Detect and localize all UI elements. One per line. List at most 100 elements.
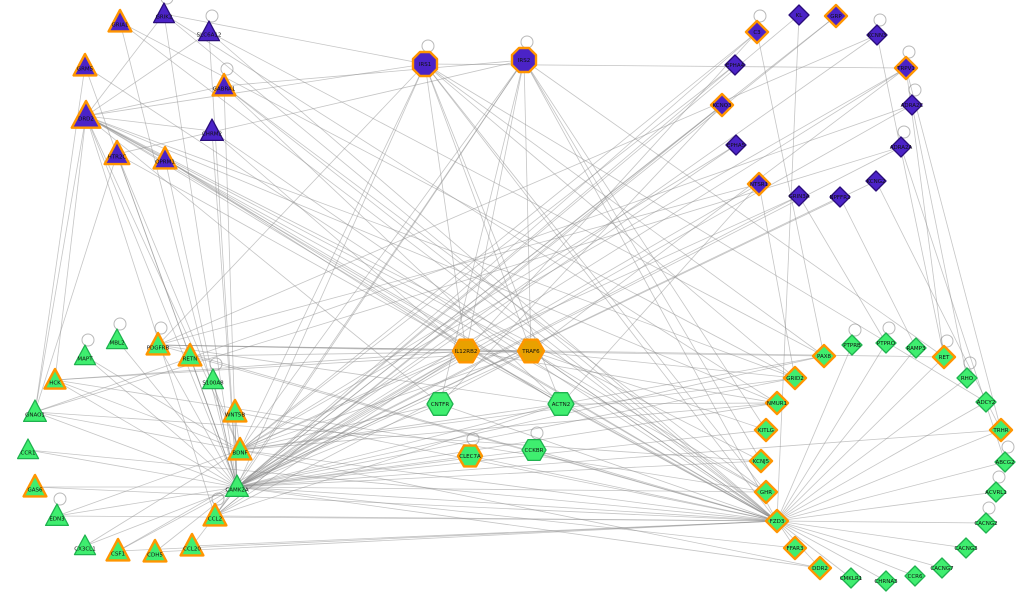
- node-KL[interactable]: KL: [788, 4, 810, 26]
- node-GAS6[interactable]: GAS6: [22, 473, 48, 498]
- node-RAMP3[interactable]: RAMP3: [905, 337, 927, 359]
- edge-DRD2-CNTFR: [85, 115, 441, 405]
- node-KCNG2[interactable]: KCNG2: [865, 170, 887, 192]
- edge-IRS2-BDNF: [239, 59, 525, 451]
- node-GRP[interactable]: GRP: [823, 3, 849, 29]
- node-KCNJ5[interactable]: KCNJ5: [748, 448, 774, 474]
- edge-CAMK2A-CDH5: [154, 486, 238, 553]
- node-TRAF6[interactable]: TRAF6: [516, 338, 546, 364]
- diamond-shape: [875, 332, 897, 354]
- self-loop-PTPRO: [882, 321, 896, 335]
- edge-TRPV1-BDNF: [239, 67, 907, 451]
- node-TRPV1[interactable]: TRPV1: [893, 55, 919, 81]
- node-CSF1[interactable]: CSF1: [105, 537, 131, 562]
- self-loop-CACNG2: [982, 501, 996, 515]
- edge-TRAF6-BDNF: [239, 350, 532, 451]
- diamond-shape: [956, 367, 978, 389]
- self-loop-C3: [753, 9, 767, 23]
- node-ADRA2C[interactable]: ADRA2C: [901, 94, 924, 116]
- node-GRID2[interactable]: GRID2: [782, 365, 808, 391]
- node-CNTFR[interactable]: CNTFR: [426, 392, 454, 416]
- diamond-shape: [744, 19, 770, 45]
- node-KCNN3[interactable]: KCNN3: [866, 24, 888, 46]
- edge-TRAF6-KITLG: [530, 350, 767, 431]
- node-MBL2[interactable]: MBL2: [105, 328, 129, 350]
- node-CACNG3[interactable]: CACNG3: [954, 537, 978, 559]
- edge-FZD3-RET: [776, 356, 945, 522]
- node-GNAO1[interactable]: GNAO1: [22, 399, 48, 423]
- node-TRHR[interactable]: TRHR: [988, 417, 1014, 443]
- triangle-shape: [105, 328, 129, 350]
- node-MAPT[interactable]: MAPT: [73, 344, 97, 366]
- edge-ADRA2A-ABCG2: [900, 146, 1006, 463]
- node-CX3CL1[interactable]: CX3CL1: [73, 534, 97, 556]
- node-ACVRL1[interactable]: ACVRL1: [985, 481, 1007, 503]
- node-KITLG[interactable]: KITLG: [753, 417, 779, 443]
- diamond-shape: [823, 3, 849, 29]
- diamond-shape: [840, 567, 862, 589]
- edge-DRD2-GHR: [85, 115, 767, 493]
- edge-CNTFR-FZD3: [439, 403, 778, 522]
- diamond-shape: [753, 479, 779, 505]
- node-S100A8[interactable]: S100A8: [201, 368, 224, 390]
- node-IL12RB2[interactable]: IL12RB2: [451, 338, 481, 364]
- edge-ACTN2-PDGFRB: [157, 344, 562, 405]
- node-CHRNA3[interactable]: CHRNA3: [874, 570, 898, 592]
- triangle-shape: [73, 534, 97, 556]
- node-GRIK2[interactable]: GRIK2: [152, 2, 176, 24]
- edge-NPFFR2-RAMP3: [839, 196, 917, 349]
- node-PAX8[interactable]: PAX8: [811, 343, 837, 369]
- edge-CAMK2A-DDR2: [236, 486, 821, 569]
- node-WNT5B[interactable]: WNT5B: [222, 398, 248, 423]
- node-PTPRB[interactable]: PTPRB: [841, 334, 863, 356]
- self-loop-GRIK2: [160, 0, 174, 5]
- edge-EPHA5-CAMK2A: [236, 144, 737, 488]
- node-GHR[interactable]: GHR: [753, 479, 779, 505]
- edge-GRIA1-CAMK2A: [119, 21, 238, 488]
- node-EPHA4[interactable]: EPHA4: [724, 54, 746, 76]
- edge-CHRM2-IL12RB2: [211, 130, 467, 352]
- node-C3[interactable]: C3: [744, 19, 770, 45]
- edge-CAMK2A-MAPT: [84, 355, 238, 488]
- node-CCR1[interactable]: CCR1: [16, 438, 40, 460]
- node-IRS1[interactable]: IRS1: [411, 50, 439, 78]
- node-CACNG7[interactable]: CACNG7: [930, 557, 954, 579]
- node-CCL20[interactable]: CCL20: [179, 532, 205, 557]
- node-HTR2C[interactable]: HTR2C: [103, 139, 131, 166]
- node-EPHA5[interactable]: EPHA5: [725, 134, 747, 156]
- node-PTPRO[interactable]: PTPRO: [875, 332, 897, 354]
- node-CMKLR1[interactable]: CMKLR1: [840, 567, 863, 589]
- node-ADRA2A[interactable]: ADRA2A: [890, 136, 913, 158]
- triangle-shape: [227, 436, 253, 461]
- node-RHO[interactable]: RHO: [956, 367, 978, 389]
- node-GRIA1[interactable]: GRIA1: [107, 8, 133, 33]
- node-CCR6[interactable]: CCR6: [904, 565, 926, 587]
- edge-IL12RB2-NMUR1: [465, 350, 778, 404]
- node-GRM5[interactable]: GRM5: [72, 52, 98, 77]
- edge-IRS2-RET: [523, 59, 945, 358]
- node-CACNG2[interactable]: CACNG2: [974, 512, 998, 534]
- triangle-shape: [179, 532, 205, 557]
- node-ACTN2[interactable]: ACTN2: [547, 392, 575, 416]
- diamond-shape: [782, 365, 808, 391]
- node-CCL2[interactable]: CCL2: [202, 502, 228, 527]
- node-CDH5[interactable]: CDH5: [142, 538, 168, 563]
- self-loop-KCNN3: [873, 13, 887, 27]
- triangle-shape: [142, 538, 168, 563]
- node-ABCG2[interactable]: ABCG2: [994, 451, 1016, 473]
- node-NTSR1[interactable]: NTSR1: [746, 171, 772, 197]
- edge-DRD2-GABRA1: [85, 85, 225, 117]
- node-GABRA1[interactable]: GABRA1: [211, 72, 237, 97]
- node-CLEC7A[interactable]: CLEC7A: [456, 444, 484, 468]
- edge-IRS1-IL12RB2: [424, 63, 467, 352]
- node-NMUR1[interactable]: NMUR1: [764, 390, 790, 416]
- diamond-shape: [782, 535, 808, 561]
- node-ADCY2[interactable]: ADCY2: [975, 391, 997, 413]
- edge-NTSR1-CAMK2A: [236, 183, 760, 488]
- edge-ACTN2-BDNF: [239, 403, 562, 451]
- node-IRS2[interactable]: IRS2: [510, 46, 538, 74]
- node-NPFFR2[interactable]: NPFFR2: [829, 186, 851, 208]
- node-CCKBR[interactable]: CCKBR: [521, 438, 547, 462]
